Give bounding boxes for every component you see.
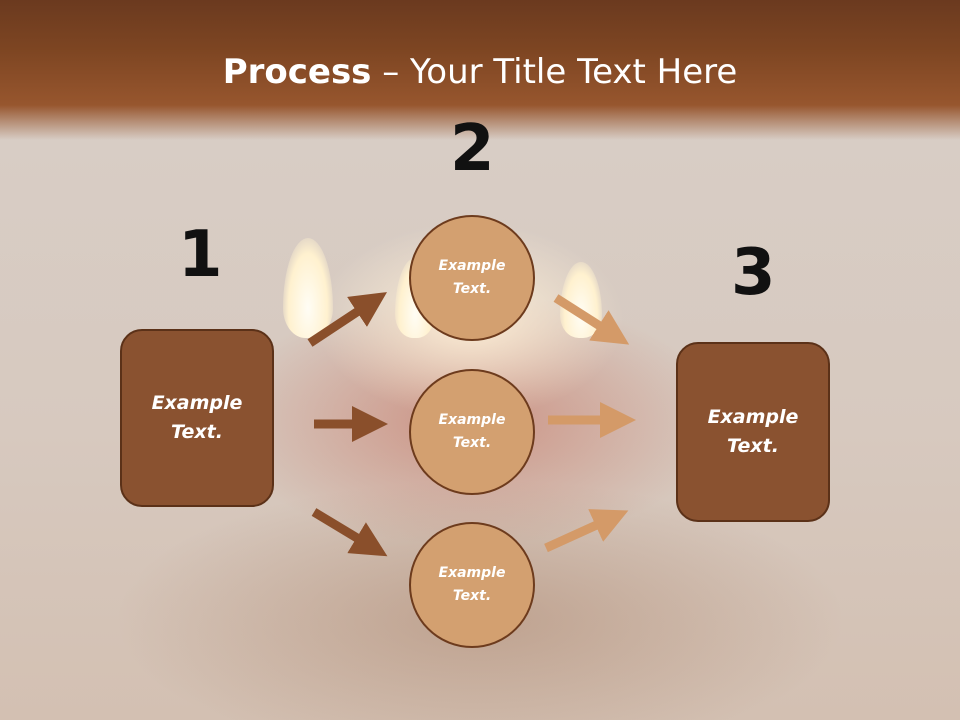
title-bold: Process <box>222 52 372 92</box>
arrow-to-circle-bottom <box>311 508 388 557</box>
step-number-1: 1 <box>178 218 223 292</box>
step-number-2: 2 <box>450 112 495 186</box>
title-bar <box>0 0 960 140</box>
step-box-1: Example Text. <box>120 329 274 507</box>
circle-middle: Example Text. <box>409 369 535 495</box>
arrow-from-circle-bottom <box>544 509 629 553</box>
circle-top: Example Text. <box>409 215 535 341</box>
arrow-from-circle-top <box>553 294 630 345</box>
arrow-to-circle-top <box>307 292 388 347</box>
step-box-3: Example Text. <box>676 342 830 522</box>
circle-bottom: Example Text. <box>409 522 535 648</box>
step-number-3: 3 <box>731 236 776 310</box>
page-title: Process – Your Title Text Here <box>0 52 960 92</box>
title-rest: – Your Title Text Here <box>371 52 738 92</box>
